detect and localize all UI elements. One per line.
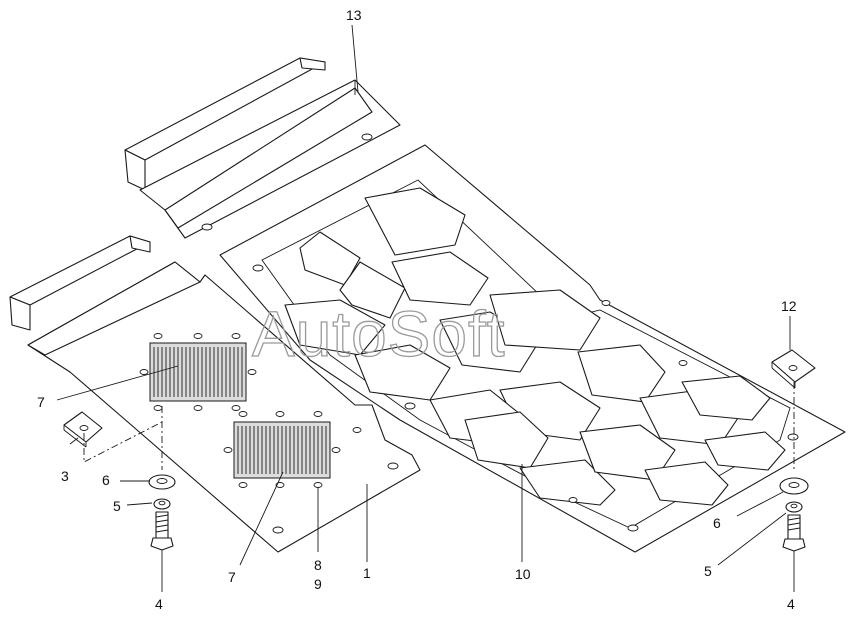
callout-5-right: 5 — [704, 563, 712, 579]
part-12-clip — [771, 349, 816, 389]
callout-7-upper: 7 — [37, 394, 45, 410]
watermark-text: AutoSoft — [252, 298, 506, 370]
leader-lines — [56, 24, 795, 592]
callout-10: 10 — [515, 566, 531, 582]
assembly-centerlines — [83, 382, 795, 470]
fastener-stack-right — [779, 477, 809, 552]
callout-labels: 13 12 7 3 6 5 4 7 8 9 1 10 6 5 4 — [37, 7, 797, 612]
callout-6-right: 6 — [713, 515, 721, 531]
callout-4-left: 4 — [155, 596, 163, 612]
callout-13: 13 — [346, 7, 362, 23]
callout-8: 8 — [314, 557, 322, 573]
callout-4-right: 4 — [787, 596, 795, 612]
part-7-grille-upper — [139, 333, 257, 411]
callout-6-left: 6 — [102, 472, 110, 488]
callout-1: 1 — [363, 565, 371, 581]
part-13-bracket-strip — [124, 57, 401, 239]
callout-12: 12 — [781, 298, 797, 314]
callout-9: 9 — [314, 576, 322, 592]
callout-5-left: 5 — [113, 498, 121, 514]
part-1-base-plate — [27, 261, 421, 553]
fastener-stack-left — [148, 474, 176, 551]
part-3-clip — [63, 411, 103, 448]
callout-7-lower: 7 — [228, 569, 236, 585]
part-7-grille-lower — [223, 411, 341, 488]
part-10-floor-panel — [219, 144, 846, 553]
callout-3: 3 — [61, 468, 69, 484]
part-13-lower-bracket-strip — [9, 235, 151, 331]
